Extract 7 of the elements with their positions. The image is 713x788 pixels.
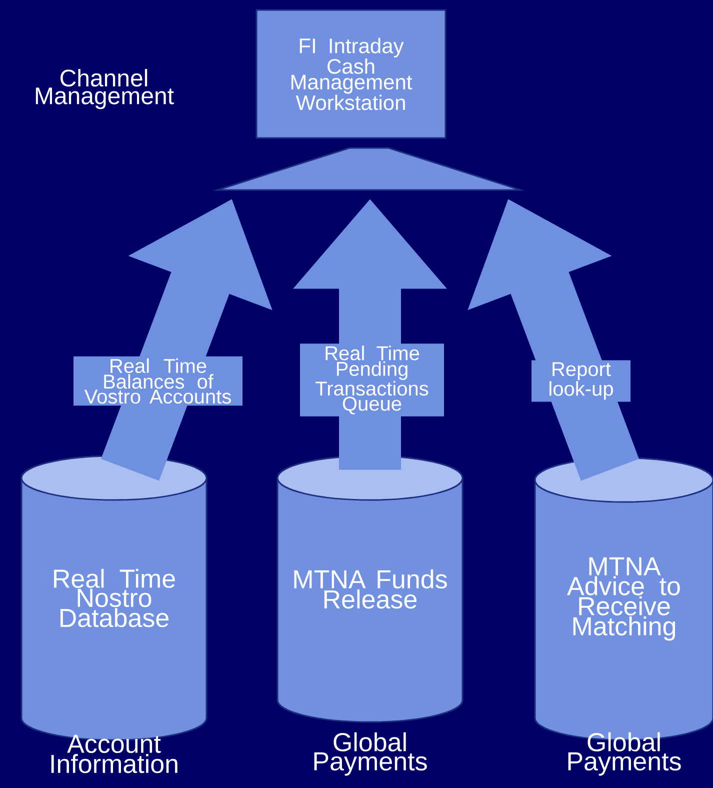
edge-label: Real Time Pending Transactions Queue xyxy=(300,344,444,416)
edge-label: Report look-up xyxy=(532,360,630,402)
label: Global Payments xyxy=(314,732,427,776)
edge-label: Real Time Balances of Vostro Accounts xyxy=(74,356,242,406)
database-cylinder: MTNA Funds Release xyxy=(276,455,464,723)
section-label: Channel Management xyxy=(36,68,174,110)
monitor-screen: FI Intraday Cash Management Workstation xyxy=(256,9,446,139)
